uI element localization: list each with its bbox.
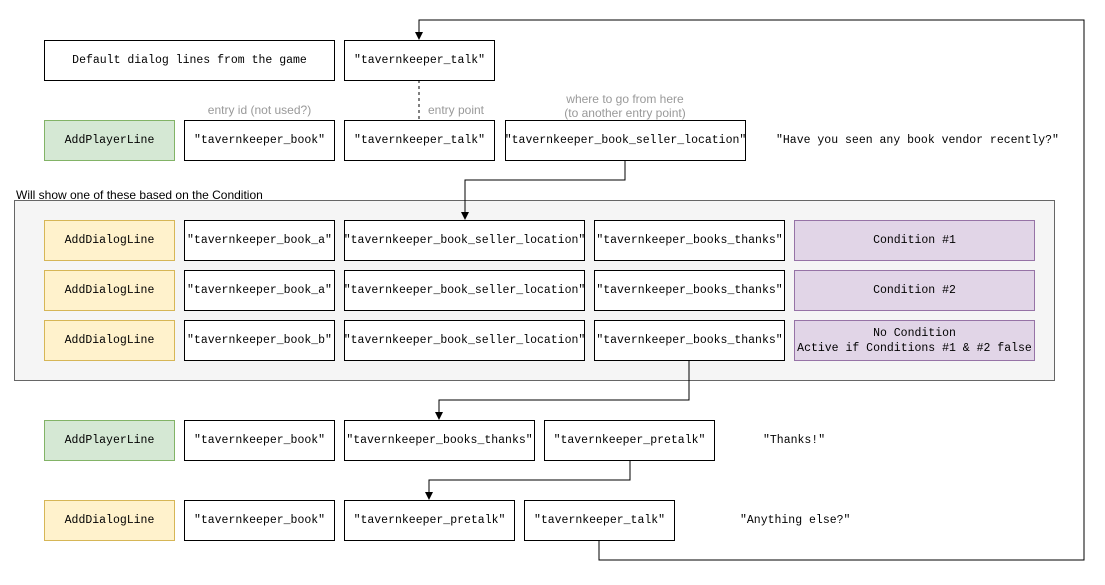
dialog-row-input-box: "tavernkeeper_book_seller_location" (344, 320, 585, 361)
arrow-pretalk (425, 460, 631, 500)
dialog-row-input-box: "tavernkeeper_book_seller_location" (344, 270, 585, 311)
entry-target-talk-box: "tavernkeeper_talk" (344, 40, 495, 81)
dialog-row-output-box: "tavernkeeper_books_thanks" (594, 320, 785, 361)
row6-input-box: "tavernkeeper_pretalk" (344, 500, 515, 541)
condition-box: Condition #2 (794, 270, 1035, 311)
dialog-row-id-box: "tavernkeeper_book_b" (184, 320, 335, 361)
dialog-row-type-box: AddDialogLine (44, 320, 175, 361)
row5-output-box: "tavernkeeper_pretalk" (544, 420, 715, 461)
row1-type-box: AddPlayerLine (44, 120, 175, 161)
where-to-go-label: where to go from here (to another entry … (564, 92, 686, 120)
default-dialog-lines-box: Default dialog lines from the game (44, 40, 335, 81)
group-title-label: Will show one of these based on the Cond… (16, 188, 263, 202)
row5-id-box: "tavernkeeper_book" (184, 420, 335, 461)
row1-id-box: "tavernkeeper_book" (184, 120, 335, 161)
entry-point-label: entry point (427, 103, 485, 117)
row5-player-text: "Thanks!" (763, 434, 826, 447)
row5-input-box: "tavernkeeper_books_thanks" (344, 420, 535, 461)
arrow-loop-talk (415, 19, 1085, 561)
entry-id-label: entry id (not used?) (207, 103, 312, 117)
row6-type-box: AddDialogLine (44, 500, 175, 541)
dialog-row-type-box: AddDialogLine (44, 220, 175, 261)
dialog-row-type-box: AddDialogLine (44, 270, 175, 311)
dialog-row-output-box: "tavernkeeper_books_thanks" (594, 270, 785, 311)
dialog-row-input-box: "tavernkeeper_book_seller_location" (344, 220, 585, 261)
row1-player-text: "Have you seen any book vendor recently?… (776, 134, 1059, 147)
condition-box: Condition #1 (794, 220, 1035, 261)
dialog-row-output-box: "tavernkeeper_books_thanks" (594, 220, 785, 261)
dialog-row-id-box: "tavernkeeper_book_a" (184, 270, 335, 311)
row1-input-box: "tavernkeeper_talk" (344, 120, 495, 161)
row1-output-box: "tavernkeeper_book_seller_location" (505, 120, 746, 161)
row5-type-box: AddPlayerLine (44, 420, 175, 461)
row6-id-box: "tavernkeeper_book" (184, 500, 335, 541)
row6-dialog-text: "Anything else?" (740, 514, 851, 527)
dialog-row-id-box: "tavernkeeper_book_a" (184, 220, 335, 261)
condition-box: No Condition Active if Conditions #1 & #… (794, 320, 1035, 361)
row6-output-box: "tavernkeeper_talk" (524, 500, 675, 541)
arrow-books-thanks (435, 360, 690, 420)
arrow-seller-location (461, 160, 626, 220)
